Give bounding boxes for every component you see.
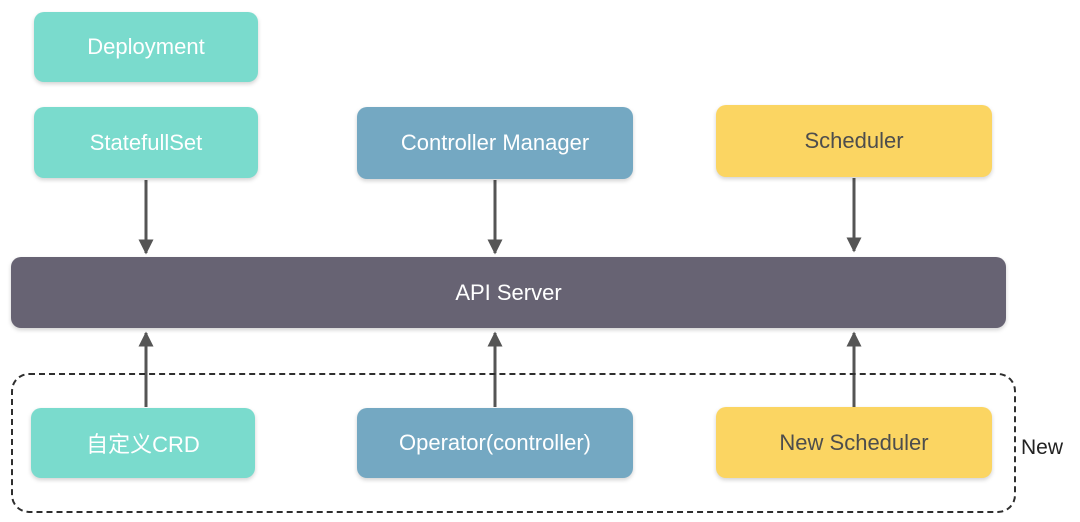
custom-crd-box: 自定义CRD bbox=[31, 408, 255, 478]
scheduler-box: Scheduler bbox=[716, 105, 992, 177]
new-group-label: New bbox=[1021, 436, 1064, 459]
new-components-group bbox=[11, 373, 1016, 513]
new-scheduler-box: New Scheduler bbox=[716, 407, 992, 478]
operator-controller-box: Operator(controller) bbox=[357, 408, 633, 478]
controller-manager-box: Controller Manager bbox=[357, 107, 633, 179]
api-server-box: API Server bbox=[11, 257, 1006, 328]
deployment-box: Deployment bbox=[34, 12, 258, 82]
statefulset-box: StatefullSet bbox=[34, 107, 258, 178]
